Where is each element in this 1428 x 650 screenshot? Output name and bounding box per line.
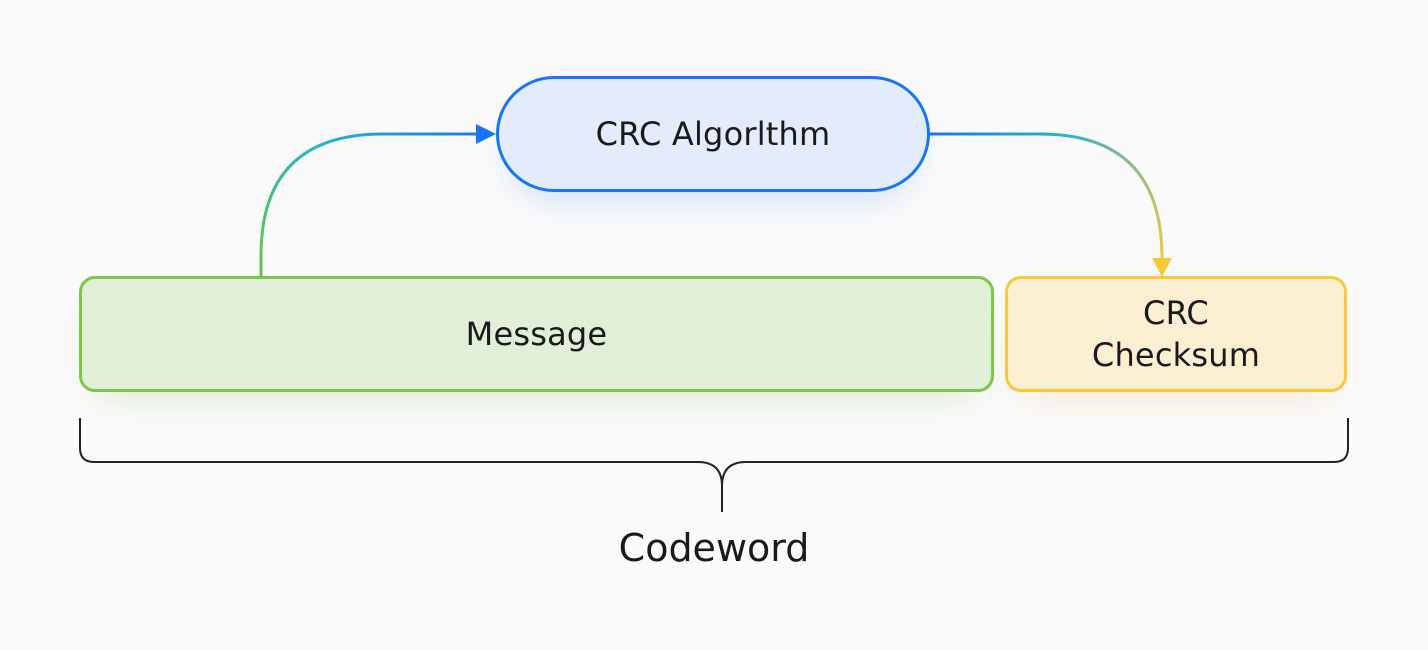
crc-checksum-label-line1: CRC (1143, 294, 1209, 332)
codeword-label: Codeword (618, 526, 810, 570)
crc-algorithm-label: CRC Algorlthm (595, 115, 831, 153)
message-label: Message (465, 315, 608, 353)
crc-checksum-label-line2: Checksum (1091, 336, 1261, 374)
arrow-algorithm-to-checksum (930, 132, 1164, 259)
crc-algorithm-node: CRC Algorlthm (496, 76, 930, 192)
arrowhead-to-algorithm-icon (476, 124, 496, 144)
codeword-bracket (79, 418, 1349, 512)
message-node: Message (79, 276, 994, 392)
arrowhead-to-checksum-icon (1152, 258, 1172, 277)
crc-checksum-node: CRC Checksum (1005, 276, 1347, 392)
arrow-message-to-algorithm (259, 132, 478, 276)
